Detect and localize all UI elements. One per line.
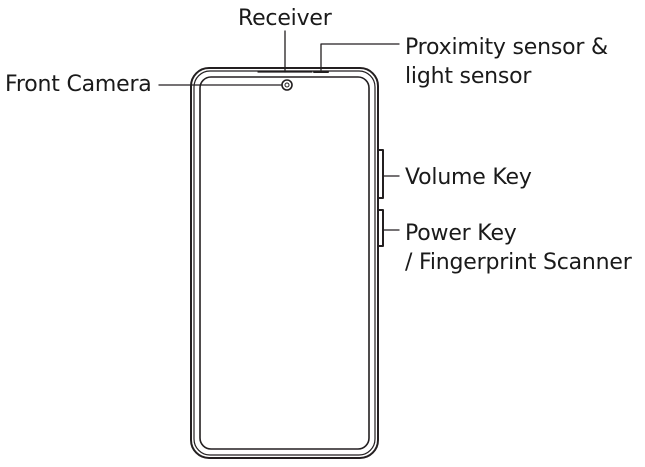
power-key-label-line2: / Fingerprint Scanner (405, 250, 632, 275)
front-camera-inner (284, 82, 290, 88)
volume-key (377, 149, 384, 199)
power-key-label: Power Key / Fingerprint Scanner (405, 219, 632, 277)
proximity-sensor-label: Proximity sensor & light sensor (405, 33, 608, 91)
volume-key-label: Volume Key (405, 165, 532, 190)
phone-body-inner (193, 70, 376, 456)
phone-screen (199, 76, 370, 450)
receiver-label: Receiver (238, 6, 332, 31)
power-key-label-line1: Power Key (405, 221, 517, 246)
power-key (377, 209, 384, 247)
front-camera-label: Front Camera (5, 72, 152, 97)
proximity-sensor-label-line1: Proximity sensor & (405, 35, 608, 60)
proximity-sensor-label-line2: light sensor (405, 64, 532, 89)
proximity-leader (320, 43, 400, 71)
phone-body-outer (190, 67, 379, 459)
front-camera-outer (281, 79, 293, 91)
